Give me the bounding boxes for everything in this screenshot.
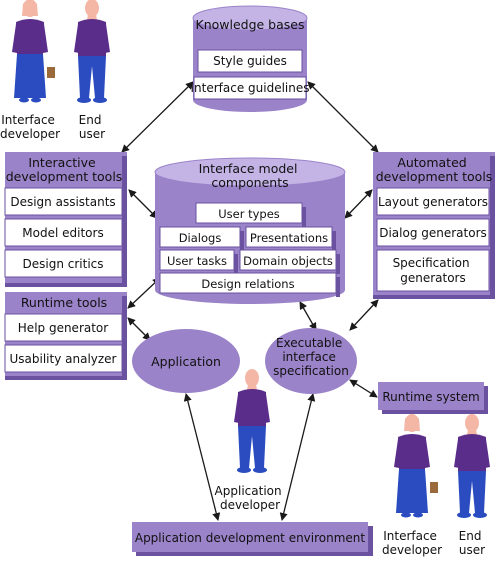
arrow-runtime-model (127, 277, 161, 309)
design-relations-item: Design relations (201, 277, 294, 291)
interface-guidelines-item: Interface guidelines (190, 81, 309, 95)
executable-spec-label: Executable interface specification (273, 336, 349, 378)
person-icon (394, 414, 430, 518)
arrow-kb-automated (307, 81, 379, 153)
app-dev-environment-box: Application development environment (132, 522, 373, 556)
person-icon (234, 369, 270, 473)
app-dev-environment-label: Application development environment (135, 531, 366, 545)
arrow-model-executable (299, 301, 317, 331)
arrow-automated-model (344, 189, 373, 219)
arrow-kb-interactive (121, 81, 194, 153)
user-tasks-item: User tasks (167, 254, 227, 268)
runtime-system-box: Runtime system (378, 382, 488, 414)
person-icon (74, 0, 110, 103)
domain-objects-item: Domain objects (243, 254, 333, 268)
interface-model-cylinder: Interface model components User types Di… (154, 157, 346, 304)
dialog-generators-item: Dialog generators (379, 226, 487, 240)
layout-generators-item: Layout generators (378, 195, 488, 209)
interactive-tools-title: Interactive development tools (6, 155, 123, 184)
bag-icon (47, 67, 55, 78)
arrow-application-env (183, 393, 221, 521)
arrow-executable-runtime (349, 379, 378, 398)
arrow-runtime-application (127, 317, 151, 341)
user-types-item: User types (218, 207, 280, 221)
runtime-system-label: Runtime system (382, 390, 479, 404)
application-label: Application (151, 354, 221, 369)
knowledge-bases-title: Knowledge bases (196, 17, 305, 32)
label-interface-developer-bottom: Interface developer (382, 529, 442, 557)
arrow-automated-executable (349, 299, 379, 331)
runtime-tools-title: Runtime tools (21, 295, 107, 310)
design-critics-item: Design critics (23, 257, 104, 271)
dialogs-item: Dialogs (179, 231, 222, 245)
usability-analyzer-item: Usability analyzer (10, 352, 117, 366)
arrow-executable-env (279, 393, 316, 521)
design-assistants-item: Design assistants (10, 195, 115, 209)
arrow-interactive-model (128, 189, 158, 219)
specification-generators-item: Specification generators (393, 256, 474, 285)
presentations-item: Presentations (250, 231, 328, 245)
application-node: Application (132, 329, 240, 393)
interactive-tools-panel: Interactive development tools Design ass… (4, 152, 127, 287)
connectors (121, 81, 379, 521)
automated-tools-title: Automated development tools (376, 155, 493, 184)
help-generator-item: Help generator (18, 321, 108, 335)
person-icon (454, 414, 490, 518)
label-interface-developer-top: Interface developer (0, 113, 60, 141)
label-end-user-bottom: End user (459, 529, 486, 557)
automated-tools-panel: Automated development tools Layout gener… (373, 152, 495, 299)
label-end-user-top: End user (79, 113, 106, 141)
model-editors-item: Model editors (22, 226, 103, 240)
model-components-title: Interface model components (199, 161, 302, 190)
person-icon (12, 0, 48, 103)
knowledge-bases-cylinder: Knowledge bases Style guides Interface g… (190, 5, 310, 112)
executable-spec-node: Executable interface specification (265, 328, 357, 394)
style-guides-item: Style guides (213, 54, 287, 68)
label-application-developer: Application developer (215, 484, 286, 512)
runtime-tools-panel: Runtime tools Help generator Usability a… (4, 292, 127, 380)
bag-icon (430, 482, 438, 493)
